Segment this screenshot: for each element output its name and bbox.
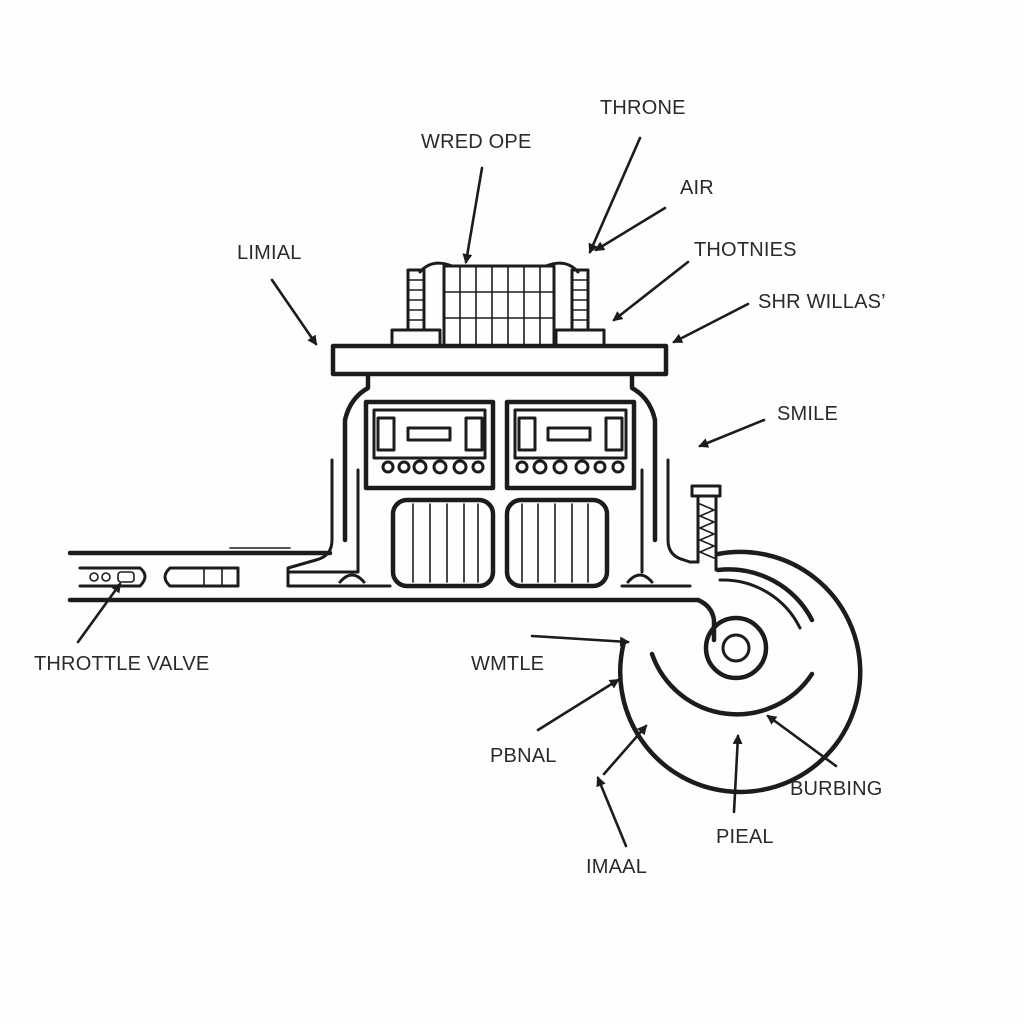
arrow-throttle-valve: [76, 582, 122, 644]
throttle-pipe: [67, 547, 701, 603]
arrow-smile: [698, 418, 766, 448]
label-limial: LIMIAL: [237, 242, 302, 264]
label-air: AIR: [680, 177, 714, 199]
arrow-throne: [588, 136, 642, 254]
label-shr-willas: SHR WILLAS’: [758, 291, 886, 313]
right-foot: [626, 573, 654, 584]
spring-assembly: [688, 484, 722, 572]
label-smile: SMILE: [777, 403, 838, 425]
leader-arrows: [76, 136, 838, 848]
label-throne: THRONE: [600, 97, 686, 119]
label-wred-ope: WRED OPE: [421, 131, 532, 153]
label-throttle-valve: THROTTLE VALVE: [34, 653, 209, 675]
arrow-pbnal-2: [602, 724, 648, 776]
left-chamber: [390, 497, 496, 589]
label-pbnal: PBNAL: [490, 745, 557, 767]
left-module: [363, 399, 496, 491]
arrow-pbnal: [536, 678, 620, 732]
top-connector: [418, 261, 580, 348]
top-plate: [330, 343, 669, 377]
arrow-wmtle: [530, 634, 630, 647]
right-chamber: [504, 497, 610, 589]
right-module: [504, 399, 637, 491]
arrow-limial: [270, 278, 318, 346]
labels: THRONE WRED OPE AIR THOTNIES LIMIAL SHR …: [34, 97, 886, 878]
label-burbing: BURBING: [790, 778, 883, 800]
arrow-pieal: [732, 734, 743, 814]
arrow-wred-ope: [462, 166, 484, 264]
label-imaal: IMAAL: [586, 856, 647, 878]
arrow-burbing: [766, 714, 838, 768]
label-thotnies: THOTNIES: [694, 239, 797, 261]
arrow-air: [594, 206, 667, 252]
arrow-shr-willas: [672, 302, 750, 344]
arrow-imaal: [596, 776, 628, 848]
arrow-thotnies: [612, 260, 690, 322]
left-foot: [338, 573, 366, 584]
label-pieal: PIEAL: [716, 826, 774, 848]
housing: [286, 371, 692, 588]
right-bolt: [554, 268, 606, 348]
label-wmtle: WMTLE: [471, 653, 544, 675]
left-bolt: [390, 268, 442, 348]
